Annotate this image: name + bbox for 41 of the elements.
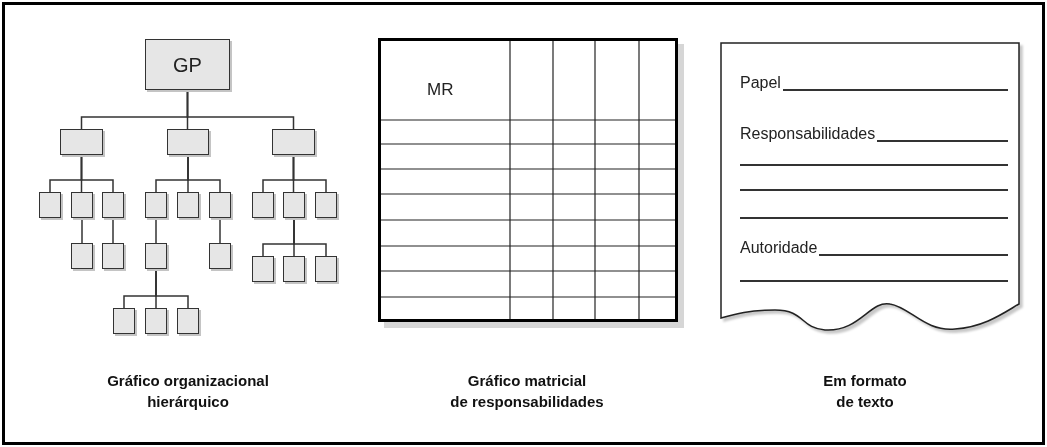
org-box — [102, 243, 124, 269]
org-box — [283, 192, 305, 218]
connector-line — [293, 217, 327, 257]
caption: Em formato de texto — [822, 371, 908, 412]
connector-line — [219, 217, 221, 244]
org-box — [177, 192, 199, 218]
org-box — [272, 129, 315, 155]
matrix-heading: MR — [427, 79, 454, 101]
caption: Gráfico organizacional hierárquico — [106, 371, 270, 412]
connector-line — [81, 217, 83, 244]
connector-line — [292, 154, 327, 193]
org-box — [145, 39, 230, 90]
org-box — [209, 243, 231, 269]
form-label: Papel — [740, 73, 781, 93]
org-box — [102, 192, 124, 218]
form-label: Autoridade — [740, 238, 818, 258]
org-box — [39, 192, 61, 218]
form-label: Responsabilidades — [740, 124, 876, 144]
connector-line — [155, 217, 157, 244]
connector-line — [155, 268, 189, 309]
org-box — [252, 192, 274, 218]
org-box — [283, 256, 305, 282]
org-box — [209, 192, 231, 218]
org-box — [315, 192, 337, 218]
caption: Gráfico matricial de responsabilidades — [449, 371, 605, 412]
org-box — [252, 256, 274, 282]
org-box — [60, 129, 103, 155]
org-box — [145, 192, 167, 218]
org-box — [167, 129, 209, 155]
org-box — [177, 308, 199, 334]
connector-line — [112, 217, 114, 244]
connector-line — [187, 154, 221, 193]
connector-line — [186, 89, 295, 130]
org-box — [145, 308, 167, 334]
org-box — [315, 256, 337, 282]
org-box — [145, 243, 167, 269]
connector-line — [80, 154, 114, 193]
box-label: GP — [173, 52, 202, 78]
org-box — [71, 243, 93, 269]
org-box — [71, 192, 93, 218]
org-box — [113, 308, 135, 334]
